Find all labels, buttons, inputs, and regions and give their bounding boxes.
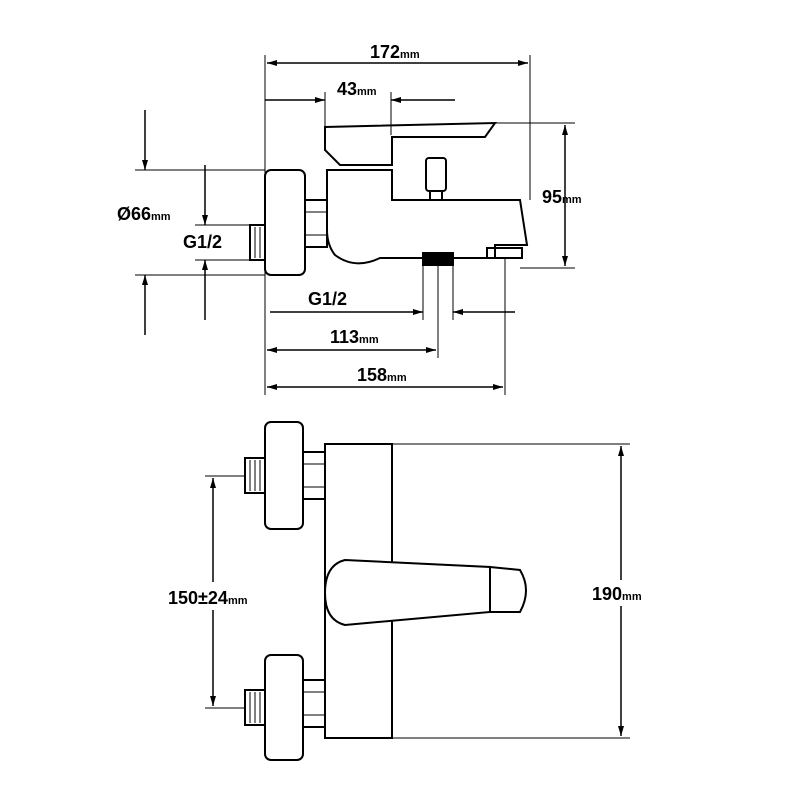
- handle-tip: [489, 565, 527, 613]
- dim-190: 190mm: [592, 584, 642, 604]
- mixer-body: [326, 169, 529, 265]
- dim-158: 158mm: [357, 365, 407, 385]
- wall-flange: [264, 169, 306, 276]
- dim-150: 150±24mm: [168, 588, 248, 608]
- side-view: 172mm 43mm 95mm Ø66mm G1/2 G1/2 113mm 15…: [117, 42, 582, 395]
- handle-top: [323, 558, 491, 627]
- top-dimension-lines: [210, 446, 624, 736]
- dim-113: 113mm: [330, 327, 379, 347]
- bottom-outlet: [422, 252, 454, 266]
- lower-nut: [302, 679, 326, 728]
- top-view: 150±24mm 190mm: [168, 421, 642, 761]
- extension-lines: [135, 55, 575, 395]
- dimension-lines: [142, 60, 568, 390]
- dim-43: 43mm: [337, 79, 377, 99]
- inlet-thread: [249, 224, 266, 261]
- dim-outlet-g12: G1/2: [308, 289, 347, 309]
- lower-flange: [264, 654, 304, 761]
- aerator: [486, 247, 523, 259]
- top-extension-lines: [205, 443, 630, 739]
- connector-nut: [304, 199, 328, 248]
- dim-66: Ø66mm: [117, 204, 171, 224]
- dim-inlet-g12: G1/2: [183, 232, 222, 252]
- lever: [324, 121, 497, 166]
- top-labels: 150±24mm 190mm: [168, 584, 642, 608]
- dim-95: 95mm: [542, 187, 582, 207]
- upper-nut: [302, 451, 326, 500]
- side-labels: 172mm 43mm 95mm Ø66mm G1/2 G1/2 113mm 15…: [117, 42, 582, 385]
- diverter-knob: [425, 157, 447, 192]
- dim-172: 172mm: [370, 42, 420, 62]
- upper-flange: [264, 421, 304, 530]
- diverter-stem: [429, 190, 443, 201]
